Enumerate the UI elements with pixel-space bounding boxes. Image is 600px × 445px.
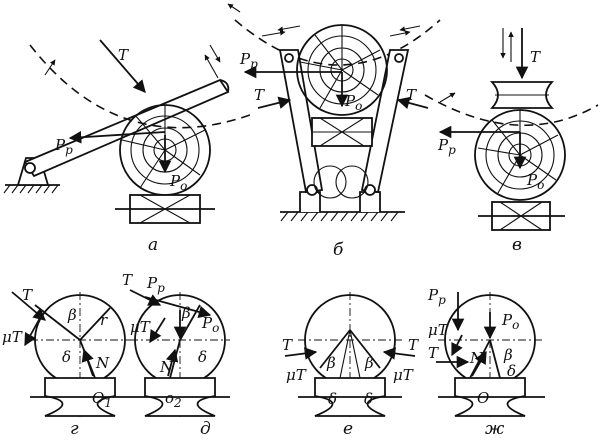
label-O2: o2 [165,389,182,410]
label-muT-right-e: μT [393,366,414,384]
motion-arrow-b1 [261,30,286,37]
label-O1: O1 [92,389,112,410]
label-T-v: T [530,48,541,66]
label-delta-d: δ [198,348,207,366]
label-delta-zh: δ [507,362,516,380]
caption-d: д [200,419,211,439]
label-Po-b: Po [344,92,362,113]
label-T-g: T [22,286,33,304]
label-beta-left-e: β [326,354,336,372]
label-N-zh: N [469,349,484,367]
motion-arrow-b2 [277,25,301,32]
ground-hatch-a [3,184,60,194]
label-delta-g: δ [62,348,71,366]
label-beta-g: β [67,306,77,324]
pressure-roller-v [489,81,555,109]
motion-arrow-a1 [44,59,56,76]
label-beta-zh: β [503,346,513,364]
label-Pp-v: Pp [437,136,456,157]
panel-g: T μT N β r δ O1 г [2,286,130,439]
label-beta-right-e: β [364,354,374,372]
label-Pp-d: Pp [146,274,165,295]
panel-b: T T Pp Po б [227,3,441,260]
label-T-left-b: T [254,86,265,104]
label-T-right-e: T [408,336,419,354]
caption-b: б [333,240,344,260]
ground-hatch-b [280,211,405,222]
force-muT-arrow-g [24,317,41,347]
label-delta-left-e: δ [328,390,337,408]
caption-v: в [512,235,522,255]
label-T-right-b: T [406,86,417,104]
label-T-a: T [118,46,129,64]
pivot-pin [24,162,36,174]
panel-v: T Pp Po в [424,28,599,255]
label-Po-a: Po [169,172,187,193]
force-Pp-arrow-a [68,130,166,144]
grindstone-arc-a [29,44,251,129]
label-N-g: N [95,354,110,372]
motion-arrow-v3 [439,92,456,103]
force-T-left-b [257,96,292,109]
force-T-arrow-g [11,291,46,321]
force-T-right-e [382,347,416,360]
feed-rollers-v [478,201,565,231]
label-Pp-a: Pp [54,136,73,157]
panel-a: T Pp Po а [3,39,251,255]
label-N-d: N [159,358,174,376]
label-Po-d: Po [201,314,219,335]
panel-e: T T μT μT β β δ δ е [282,292,419,439]
motion-arrow-a2 [209,44,221,63]
label-O-zh: O [477,389,489,407]
caption-a: а [148,235,158,255]
panel-d: T Pp Po μT N β δ o2 д [122,271,230,439]
feed-rollers-a [115,194,215,224]
grindstone-arc-v [424,94,599,127]
force-T-right-b [396,96,429,110]
caption-e: е [343,419,353,439]
caption-zh: ж [485,419,505,439]
force-Pp-arrow-d [144,296,212,319]
force-muT-arrow-zh [451,334,463,357]
label-muT-left-e: μT [286,366,307,384]
label-beta-d: β [181,304,191,322]
label-Po-zh: Po [501,311,519,332]
label-muT-d: μT [130,318,151,336]
label-Pp-b: Pp [239,50,258,71]
motion-arrow-b3 [389,30,411,37]
panel-zh: Pp Po μT T N β δ O ж [427,286,545,439]
force-N-arrow-zh [471,350,487,377]
label-Po-v: Po [526,171,544,192]
force-T-left-e [284,347,318,360]
motion-arrow-b5 [227,3,241,13]
motion-arrow-b4 [399,25,421,32]
label-Pp-zh: Pp [427,286,446,307]
force-T-arrow-a [99,39,146,93]
grindstone-arc-b [234,19,441,66]
lever-left-b [278,49,324,193]
feed-rollers-b [311,117,373,147]
label-delta-right-e: δ [364,390,373,408]
label-muT-zh: μT [428,321,449,339]
label-muT-g: μT [2,328,23,346]
label-T-d: T [122,271,133,289]
force-muT-arrow-d [149,317,166,344]
label-T-left-e: T [282,336,293,354]
motion-arrow-a3 [204,54,219,79]
force-N-arrow-d [165,348,179,377]
caption-g: г [70,419,79,439]
label-T-zh: T [428,344,439,362]
label-gamma-g: r [100,311,108,329]
force-N-arrow-g [81,348,94,377]
